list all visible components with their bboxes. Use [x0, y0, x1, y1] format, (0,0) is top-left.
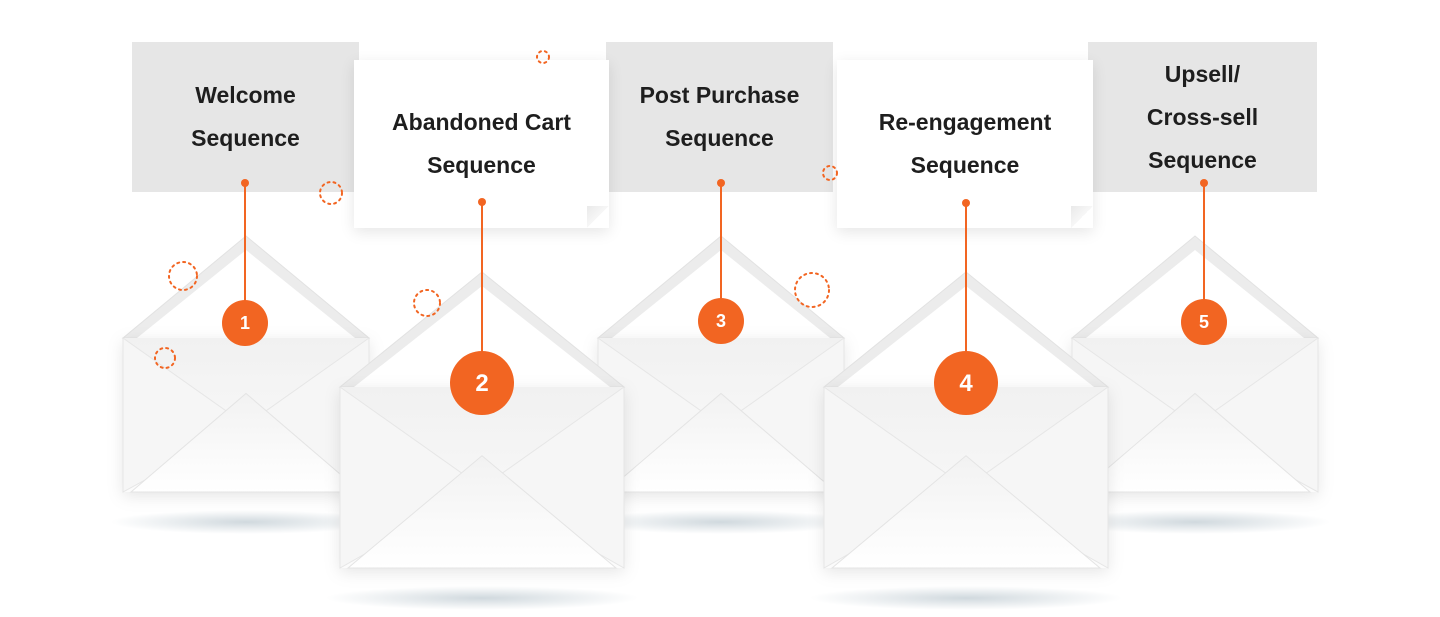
step-2-card: Abandoned Cart Sequence: [354, 60, 609, 228]
step-4-label: Re-engagement Sequence: [878, 109, 1052, 178]
step-1-card: Welcome Sequence: [132, 42, 359, 192]
envelope-pocket: [346, 455, 618, 569]
envelope-icon: [1059, 235, 1331, 534]
floor-shadow: [809, 586, 1123, 610]
envelope-pocket: [830, 455, 1102, 569]
step-3-label: Post Purchase Sequence: [639, 82, 800, 151]
floor-shadow: [1059, 510, 1331, 534]
envelope-letter: [612, 250, 830, 338]
page-fold: [1071, 206, 1093, 228]
envelope-icon: [110, 235, 382, 534]
envelope-icon: [585, 235, 857, 534]
envelope-pocket: [604, 392, 838, 493]
step-5-card: Upsell/ Cross-sell Sequence: [1088, 42, 1317, 192]
floor-shadow: [110, 510, 382, 534]
page-fold: [587, 206, 609, 228]
step-5-label: Upsell/ Cross-sell Sequence: [1146, 60, 1259, 173]
floor-shadow: [585, 510, 857, 534]
envelope-pocket: [1078, 392, 1312, 493]
envelope-icon: [809, 271, 1123, 610]
envelope-pocket: [129, 392, 363, 493]
envelope-letter: [354, 286, 610, 387]
envelope-letter: [137, 250, 355, 338]
step-3-card: Post Purchase Sequence: [606, 42, 833, 192]
envelope-icon: [325, 271, 639, 610]
step-1-label: Welcome Sequence: [191, 82, 300, 151]
step-2-label: Abandoned Cart Sequence: [392, 109, 571, 178]
step-4-card: Re-engagement Sequence: [837, 60, 1093, 228]
floor-shadow: [325, 586, 639, 610]
envelope-letter: [838, 286, 1094, 387]
envelope-letter: [1086, 250, 1304, 338]
